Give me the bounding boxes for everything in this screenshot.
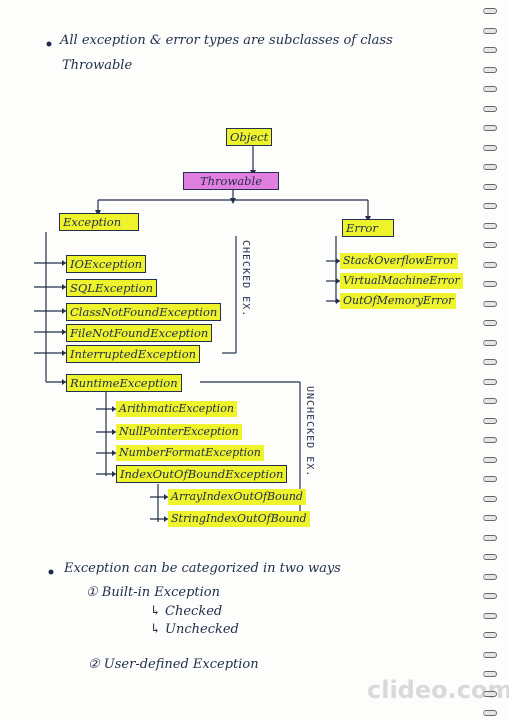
spiral-ring (483, 164, 497, 170)
checked-exception-5: InterruptedException (66, 345, 201, 363)
object-node: Object (226, 128, 273, 146)
spiral-ring (483, 417, 497, 424)
spiral-ring (483, 359, 497, 365)
error-node: Error (342, 219, 394, 237)
spiral-ring (483, 593, 497, 599)
spiral-ring (483, 690, 497, 697)
spiral-ring (483, 339, 497, 346)
category-builtin-checked: ↳ Checked (150, 604, 223, 619)
intro-line-1: All exception & error types are subclass… (60, 33, 393, 48)
spiral-ring (483, 66, 497, 73)
runtime-child-2: NullPointerException (116, 424, 242, 440)
categories-heading: Exception can be categorized in two ways (64, 561, 341, 576)
category-user-defined: ② User-defined Exception (88, 657, 259, 672)
spiral-ring (483, 573, 497, 580)
spiral-ring (483, 495, 497, 502)
spiral-ring (483, 554, 497, 560)
spiral-ring (483, 632, 497, 638)
spiral-ring (483, 86, 497, 92)
watermark: clideo.com (367, 676, 509, 704)
runtime-child-3: NumberFormatException (116, 445, 264, 461)
spiral-ring (483, 612, 497, 619)
throwable-node: Throwable (183, 172, 279, 190)
spiral-ring (483, 8, 497, 14)
checked-exception-4: FileNotFoundException (66, 324, 213, 342)
spiral-ring (483, 476, 497, 482)
checked-exception-3: ClassNotFoundException (66, 303, 222, 321)
spiral-ring (483, 456, 497, 463)
error-child-1: StackOverflowError (340, 253, 459, 269)
exception-node: Exception (59, 213, 139, 231)
checked-label: CHECKED EX. (240, 240, 251, 318)
index-child-2: StringIndexOutOfBound (168, 511, 310, 527)
checked-exception-2: SQLException (66, 279, 158, 297)
spiral-ring (483, 242, 497, 248)
spiral-ring (483, 27, 497, 34)
spiral-binding (479, 0, 505, 720)
spiral-ring (483, 320, 497, 326)
spiral-ring (483, 281, 497, 287)
spiral-ring (483, 515, 497, 521)
spiral-ring (483, 300, 497, 307)
spiral-ring (483, 437, 497, 443)
spiral-ring (483, 651, 497, 658)
category-builtin: ① Built-in Exception (86, 585, 221, 600)
spiral-ring (483, 710, 497, 716)
unchecked-label: UNCHECKED EX. (304, 386, 315, 478)
spiral-ring (483, 144, 497, 151)
error-child-3: OutOfMemoryError (340, 293, 457, 309)
spiral-ring (483, 183, 497, 190)
spiral-ring (483, 203, 497, 209)
spiral-ring (483, 378, 497, 385)
spiral-ring (483, 261, 497, 268)
spiral-ring (483, 398, 497, 404)
spiral-ring (483, 125, 497, 131)
spiral-ring (483, 47, 497, 53)
checked-exception-1: IOException (66, 255, 147, 273)
runtime-exception-node: RuntimeException (66, 374, 182, 392)
index-child-1: ArrayIndexOutOfBound (168, 489, 306, 505)
spiral-ring (483, 671, 497, 677)
runtime-child-1: ArithmaticException (116, 401, 237, 417)
intro-line-2: Throwable (62, 58, 133, 73)
spiral-ring (483, 222, 497, 229)
category-builtin-unchecked: ↳ Unchecked (150, 622, 239, 637)
error-child-2: VirtualMachineError (340, 273, 463, 289)
runtime-child-4: IndexOutOfBoundException (116, 465, 288, 483)
spiral-ring (483, 105, 497, 112)
spiral-ring (483, 534, 497, 541)
